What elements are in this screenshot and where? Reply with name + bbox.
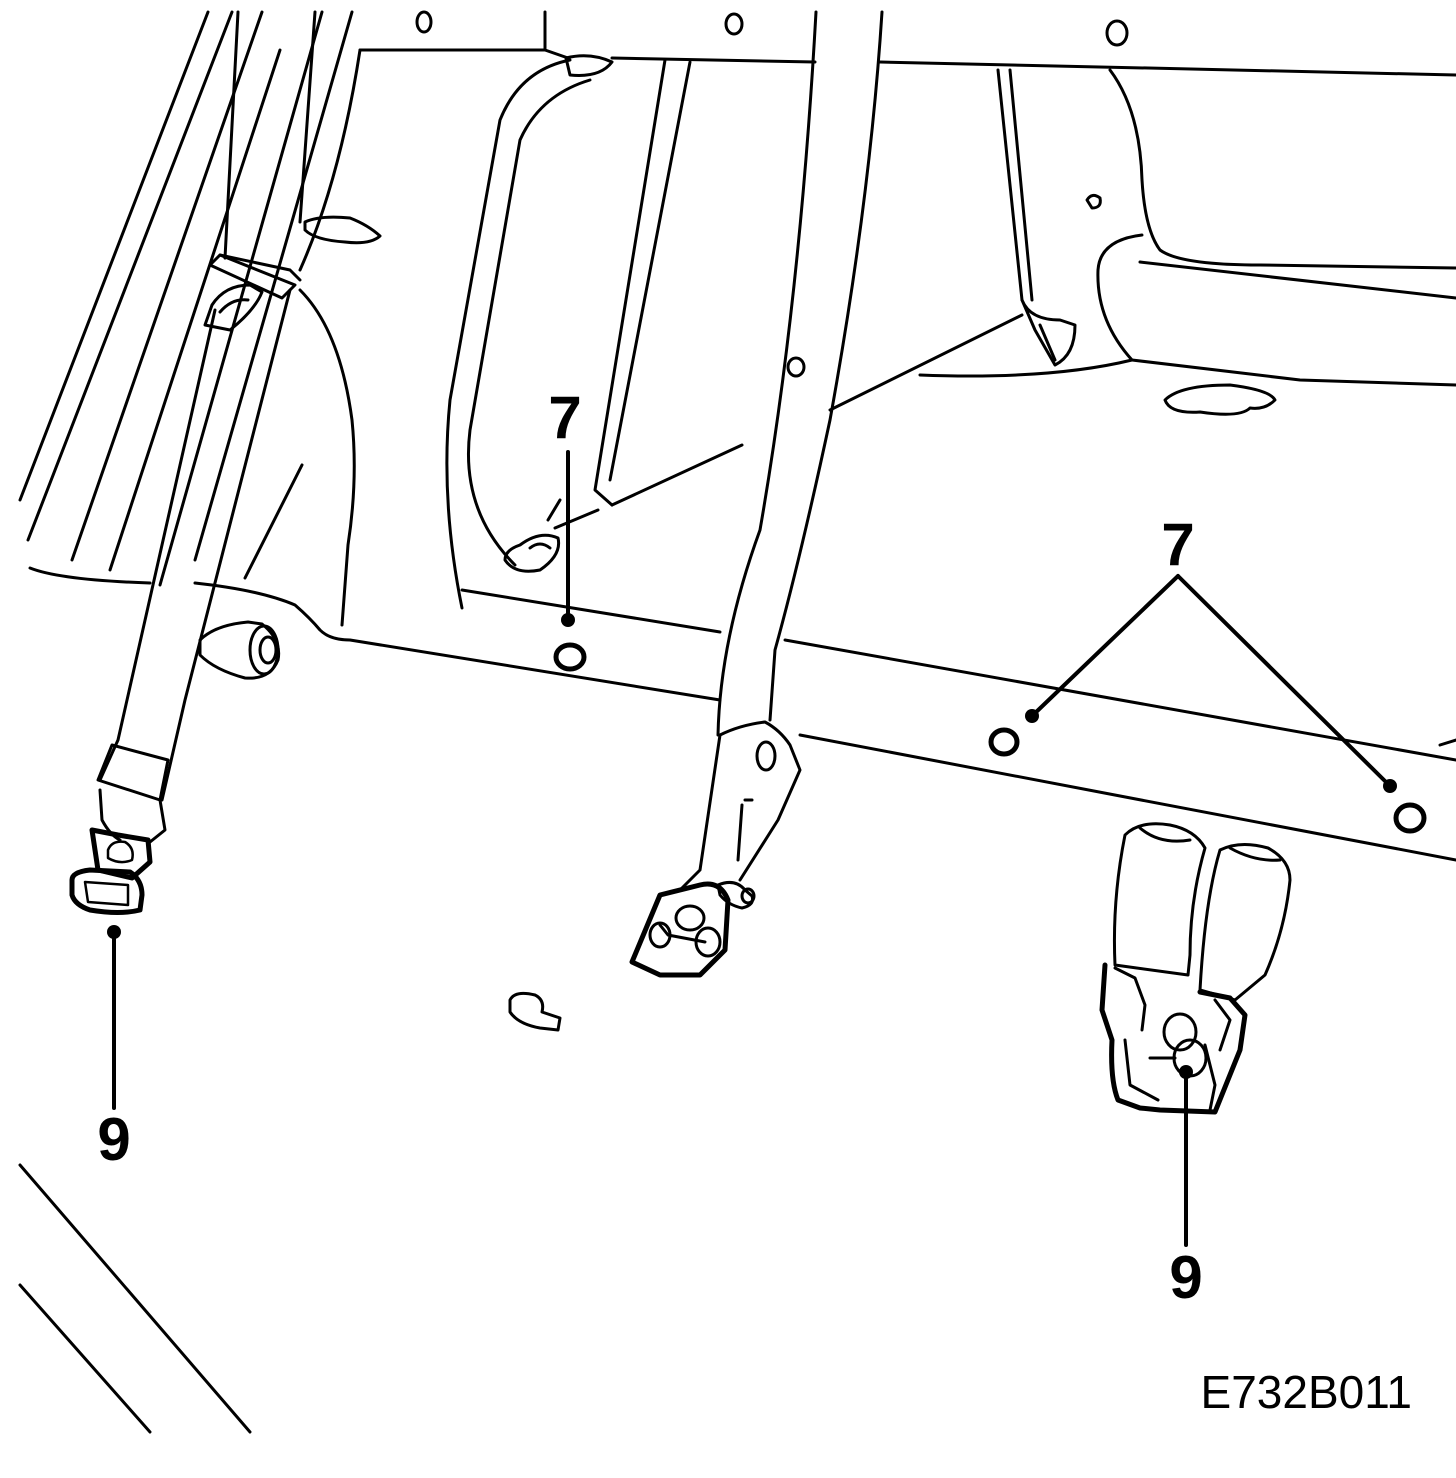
right-body-contour bbox=[828, 68, 1456, 416]
rear-shelf-panel bbox=[298, 10, 1456, 610]
callout-9-right: 9 bbox=[1169, 1065, 1203, 1311]
figure-code: E732B011 bbox=[1201, 1366, 1412, 1418]
floor-edge-lines bbox=[18, 1163, 252, 1434]
right-buckle-pair bbox=[1099, 822, 1292, 1115]
callout-9-left: 9 bbox=[97, 925, 131, 1173]
callout-label-9-left: 9 bbox=[97, 1106, 130, 1173]
left-belt-guide bbox=[203, 10, 382, 332]
center-belt-strap bbox=[716, 10, 884, 737]
anchor-hole-center bbox=[553, 642, 587, 672]
left-retractor-bolt bbox=[198, 620, 281, 680]
center-belt-webbing bbox=[503, 58, 744, 573]
floor-clip bbox=[508, 991, 562, 1032]
anchor-hole-right-2 bbox=[1393, 802, 1427, 834]
left-buckle-anchor bbox=[69, 788, 167, 915]
anchor-hole-right-1 bbox=[988, 727, 1020, 757]
callout-7-right: 7 bbox=[988, 511, 1427, 834]
callout-label-9-right: 9 bbox=[1169, 1244, 1202, 1311]
callout-label-7-center: 7 bbox=[548, 384, 581, 451]
callout-label-7-right: 7 bbox=[1161, 511, 1194, 578]
center-retractor-bracket bbox=[629, 720, 802, 978]
seat-floor-seam bbox=[28, 288, 1456, 862]
callout-7-center: 7 bbox=[548, 384, 587, 672]
left-pillar-lines bbox=[18, 10, 354, 587]
